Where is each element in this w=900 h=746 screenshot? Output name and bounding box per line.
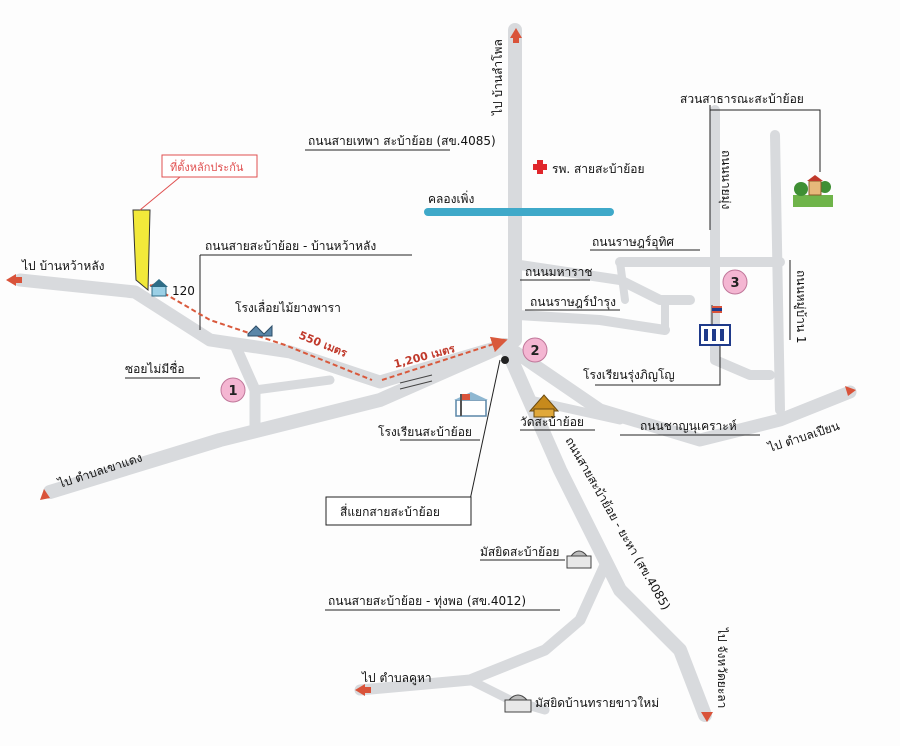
arrow-east-icon [845, 386, 856, 396]
label-hospital: รพ. สายสะบ้าย้อย [552, 162, 644, 176]
label-junction-box: สี่แยกสายสะบ้าย้อย [340, 503, 440, 519]
road-west-ban-wa-lang [13, 273, 512, 389]
school-saba-icon [454, 392, 488, 417]
direction-arrows [6, 28, 856, 722]
wat-icon [528, 394, 560, 418]
route-path [149, 284, 508, 381]
label-road-ban-wa-lang: ถนนสายสะบ้าย้อย - บ้านหว้าหลัง [205, 239, 376, 253]
road-east-plian [498, 338, 857, 447]
label-pin-note: ที่ตั้งหลักประกัน [170, 159, 244, 174]
label-to-ban-wa-lang: ไป บ้านหว้าหลัง [21, 259, 105, 273]
marker-1: 1 [220, 377, 246, 403]
arrow-south-icon [701, 712, 713, 722]
label-road-thung-pho: ถนนสายสะบ้าย้อย - ทุ่งพอ (สข.4012) [328, 594, 526, 609]
label-road-ratbamrung: ถนนราษฎร์บำรุง [530, 295, 616, 310]
label-sawmill: โรงเลื่อยไม้ยางพารา [235, 299, 341, 315]
arrow-north-icon [510, 28, 522, 38]
label-to-ban-lam-phon: ไป บ้านลำโพล [491, 39, 505, 116]
bridge-icon [399, 374, 433, 390]
pin-note-box [161, 154, 258, 178]
label-to-yala: ไป จังหวัดยะลา [715, 627, 729, 708]
house-120-icon [150, 279, 168, 297]
road-vertical-mu-ban [710, 105, 775, 380]
sawmill-icon [247, 324, 273, 337]
junction-dot [501, 356, 509, 364]
label-road-mahahraj: ถนนมหาราช [525, 265, 593, 279]
school-rung-icon [699, 305, 731, 346]
leader-lines [125, 105, 821, 611]
label-wat: วัดสะบ้าย้อย [520, 415, 584, 429]
label-road-mu-bang: ถนนนายมุ่ง [718, 150, 733, 209]
road-ratbamrung [513, 310, 670, 335]
label-canal: คลองเพิ่ง [428, 190, 474, 206]
road-southwest-khao-daeng [43, 338, 512, 499]
road-network [13, 23, 857, 722]
mosque-saba-icon [566, 550, 592, 569]
arrow-west-icon [6, 274, 16, 286]
label-school-saba: โรงเรียนสะบ้าย้อย [378, 425, 472, 439]
label-road-chanyanukhro: ถนนชาญนุเคราะห์ [640, 419, 737, 434]
junction-box [325, 496, 472, 526]
park-icon [793, 175, 833, 207]
road-connector-1 [616, 258, 629, 304]
label-park: สวนสาธารณะสะบ้าย้อย [680, 92, 804, 106]
svg-text:1: 1 [228, 384, 237, 399]
label-road-vertical-right: ถนนหมู่บ้าน 1 [793, 270, 808, 344]
label-mosque-saba: มัสยิดสะบ้าย้อย [480, 545, 559, 559]
svg-text:3: 3 [730, 276, 739, 291]
road-thung-pho [354, 559, 611, 696]
marker-2: 2 [522, 337, 548, 363]
svg-text:2: 2 [530, 344, 539, 359]
label-to-khu-ha: ไป ตำบลคูหา [361, 671, 432, 686]
label-soi-no-name: ซอยไม่มีชื่อ [125, 360, 185, 376]
label-road-ratutit: ถนนราษฎร์อุทิศ [592, 235, 674, 250]
marker-3: 3 [722, 269, 748, 295]
mosque-ban-sai-icon [504, 694, 532, 713]
label-mosque-ban-sai: มัสยิดบ้านทรายขาวใหม่ [535, 696, 659, 710]
road-southeast-yala [498, 338, 712, 722]
label-school-rung: โรงเรียนรุ่งภิญโญ [583, 368, 675, 383]
road-soi-branch [250, 375, 335, 395]
label-parcel-no: 120 [172, 284, 195, 298]
road-mahahraj [515, 260, 695, 305]
parcel-site-polygon [132, 209, 151, 292]
arrow-west-khu-ha-icon [355, 684, 365, 696]
label-highway-thepha: ถนนสายเทพา สะบ้าย้อย (สข.4085) [308, 134, 496, 148]
arrow-southwest-icon [40, 489, 50, 500]
road-vertical-right [770, 130, 785, 415]
hospital-cross-icon [533, 160, 547, 174]
